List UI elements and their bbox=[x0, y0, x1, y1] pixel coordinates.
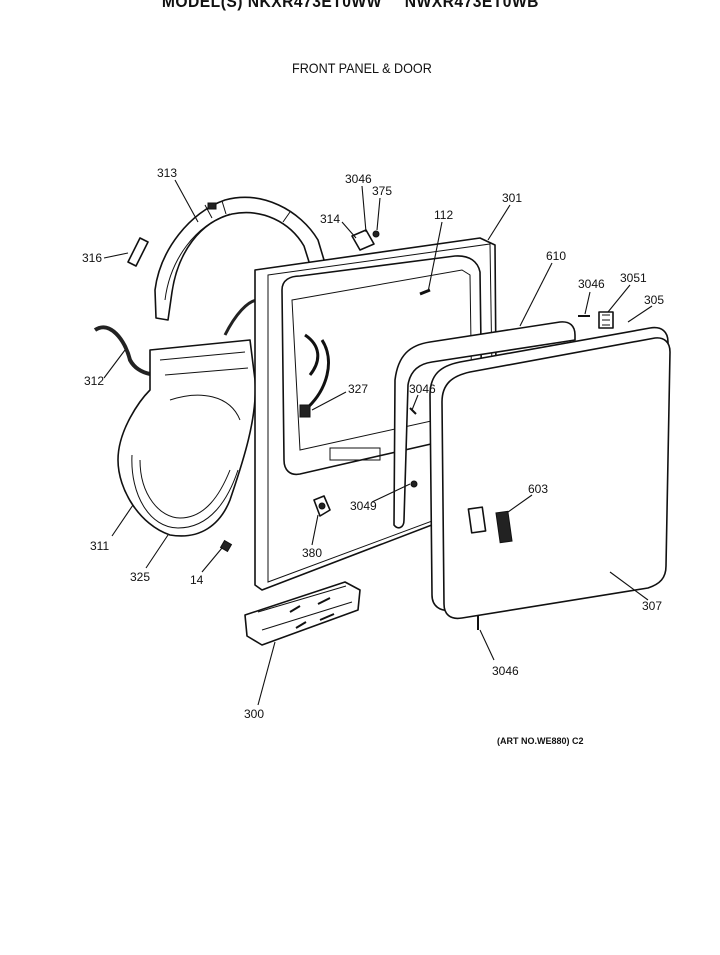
felt-strip-part bbox=[127, 237, 149, 267]
top-bracket-part bbox=[351, 229, 380, 251]
callout-14: 14 bbox=[190, 573, 204, 587]
callout-3049: 3049 bbox=[350, 499, 377, 513]
leader-lines bbox=[103, 179, 653, 706]
callout-610: 610 bbox=[546, 249, 566, 263]
callout-3046-bottom: 3046 bbox=[492, 664, 519, 678]
callout-labels: 313 316 312 311 325 14 300 380 3049 327 … bbox=[82, 166, 664, 721]
callout-603: 603 bbox=[528, 482, 548, 496]
callout-112: 112 bbox=[434, 208, 453, 222]
door-inner-part bbox=[429, 326, 671, 620]
callout-314: 314 bbox=[320, 212, 340, 226]
callout-316: 316 bbox=[82, 251, 102, 265]
door-switch-part bbox=[313, 495, 331, 517]
callout-375: 375 bbox=[372, 184, 392, 198]
door-hinge-part bbox=[598, 311, 614, 329]
callout-311: 311 bbox=[90, 539, 109, 553]
model-line-2: NWXR473ET0WB bbox=[404, 0, 539, 11]
model-line-1: MODEL(S) NKXR473ET0WW bbox=[161, 0, 382, 11]
callout-3046-top: 3046 bbox=[345, 172, 372, 186]
callout-312: 312 bbox=[84, 374, 104, 388]
callout-327: 327 bbox=[348, 382, 368, 396]
callout-3046-door: 3046 bbox=[409, 382, 436, 396]
callout-3051: 3051 bbox=[620, 271, 647, 285]
door-gasket-part bbox=[393, 321, 576, 529]
callout-305: 305 bbox=[644, 293, 664, 307]
toe-panel-part bbox=[244, 581, 361, 646]
art-reference: (ART NO.WE880) C2 bbox=[497, 736, 584, 746]
callout-380: 380 bbox=[302, 546, 322, 560]
screw-14-part bbox=[219, 539, 233, 553]
callout-301: 301 bbox=[502, 191, 522, 205]
callout-325: 325 bbox=[130, 570, 150, 584]
section-title: FRONT PANEL & DOOR bbox=[292, 60, 432, 76]
callout-300: 300 bbox=[244, 707, 264, 721]
callout-3046-hinge: 3046 bbox=[578, 277, 605, 291]
screw-3046-parts bbox=[409, 315, 590, 630]
callout-313: 313 bbox=[157, 166, 177, 180]
front-duct-part bbox=[117, 339, 257, 537]
callout-307: 307 bbox=[642, 599, 662, 613]
